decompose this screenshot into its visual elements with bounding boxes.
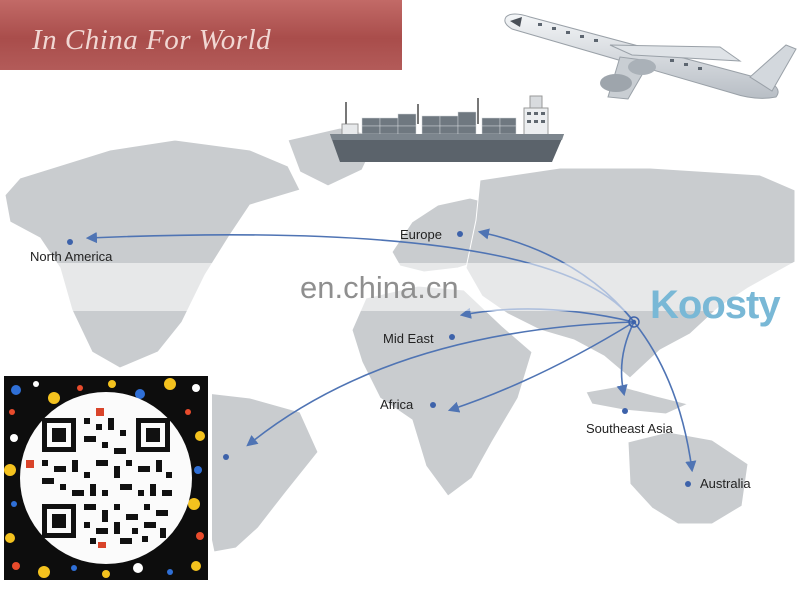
europe-dot bbox=[457, 231, 463, 237]
africa-dot bbox=[430, 402, 436, 408]
cargo-ship-icon bbox=[328, 90, 568, 170]
origin-china-center bbox=[631, 319, 637, 325]
label-australia: Australia bbox=[700, 476, 751, 491]
australia-dot bbox=[685, 481, 691, 487]
mid-east-dot bbox=[449, 334, 455, 340]
company-logo: Koosty bbox=[650, 283, 781, 327]
watermark-text: en.china.cn bbox=[300, 270, 459, 305]
banner-slogan: In China For World bbox=[32, 24, 272, 56]
label-africa: Africa bbox=[380, 397, 414, 412]
label-europe: Europe bbox=[400, 227, 442, 242]
south-america-dot bbox=[223, 454, 229, 460]
route-africa bbox=[447, 321, 635, 413]
australia-landmass bbox=[627, 431, 749, 525]
origin-china-dot bbox=[628, 316, 640, 328]
airplane-icon bbox=[500, 5, 800, 105]
header-banner: In China For World bbox=[0, 0, 402, 70]
africa-landmass bbox=[351, 285, 533, 497]
watermark-band bbox=[0, 263, 800, 311]
north-america-dot bbox=[67, 239, 73, 245]
qr-code-icon bbox=[0, 372, 212, 584]
route-southeast-asia bbox=[616, 321, 635, 397]
label-mid-east: Mid East bbox=[383, 331, 434, 346]
southeast-asia-dot bbox=[622, 408, 628, 414]
route-south-america bbox=[246, 321, 635, 447]
route-australia bbox=[633, 321, 697, 473]
label-north-america: North America bbox=[30, 249, 113, 264]
north-america-landmass bbox=[4, 139, 301, 369]
label-southeast-asia: Southeast Asia bbox=[586, 421, 673, 436]
